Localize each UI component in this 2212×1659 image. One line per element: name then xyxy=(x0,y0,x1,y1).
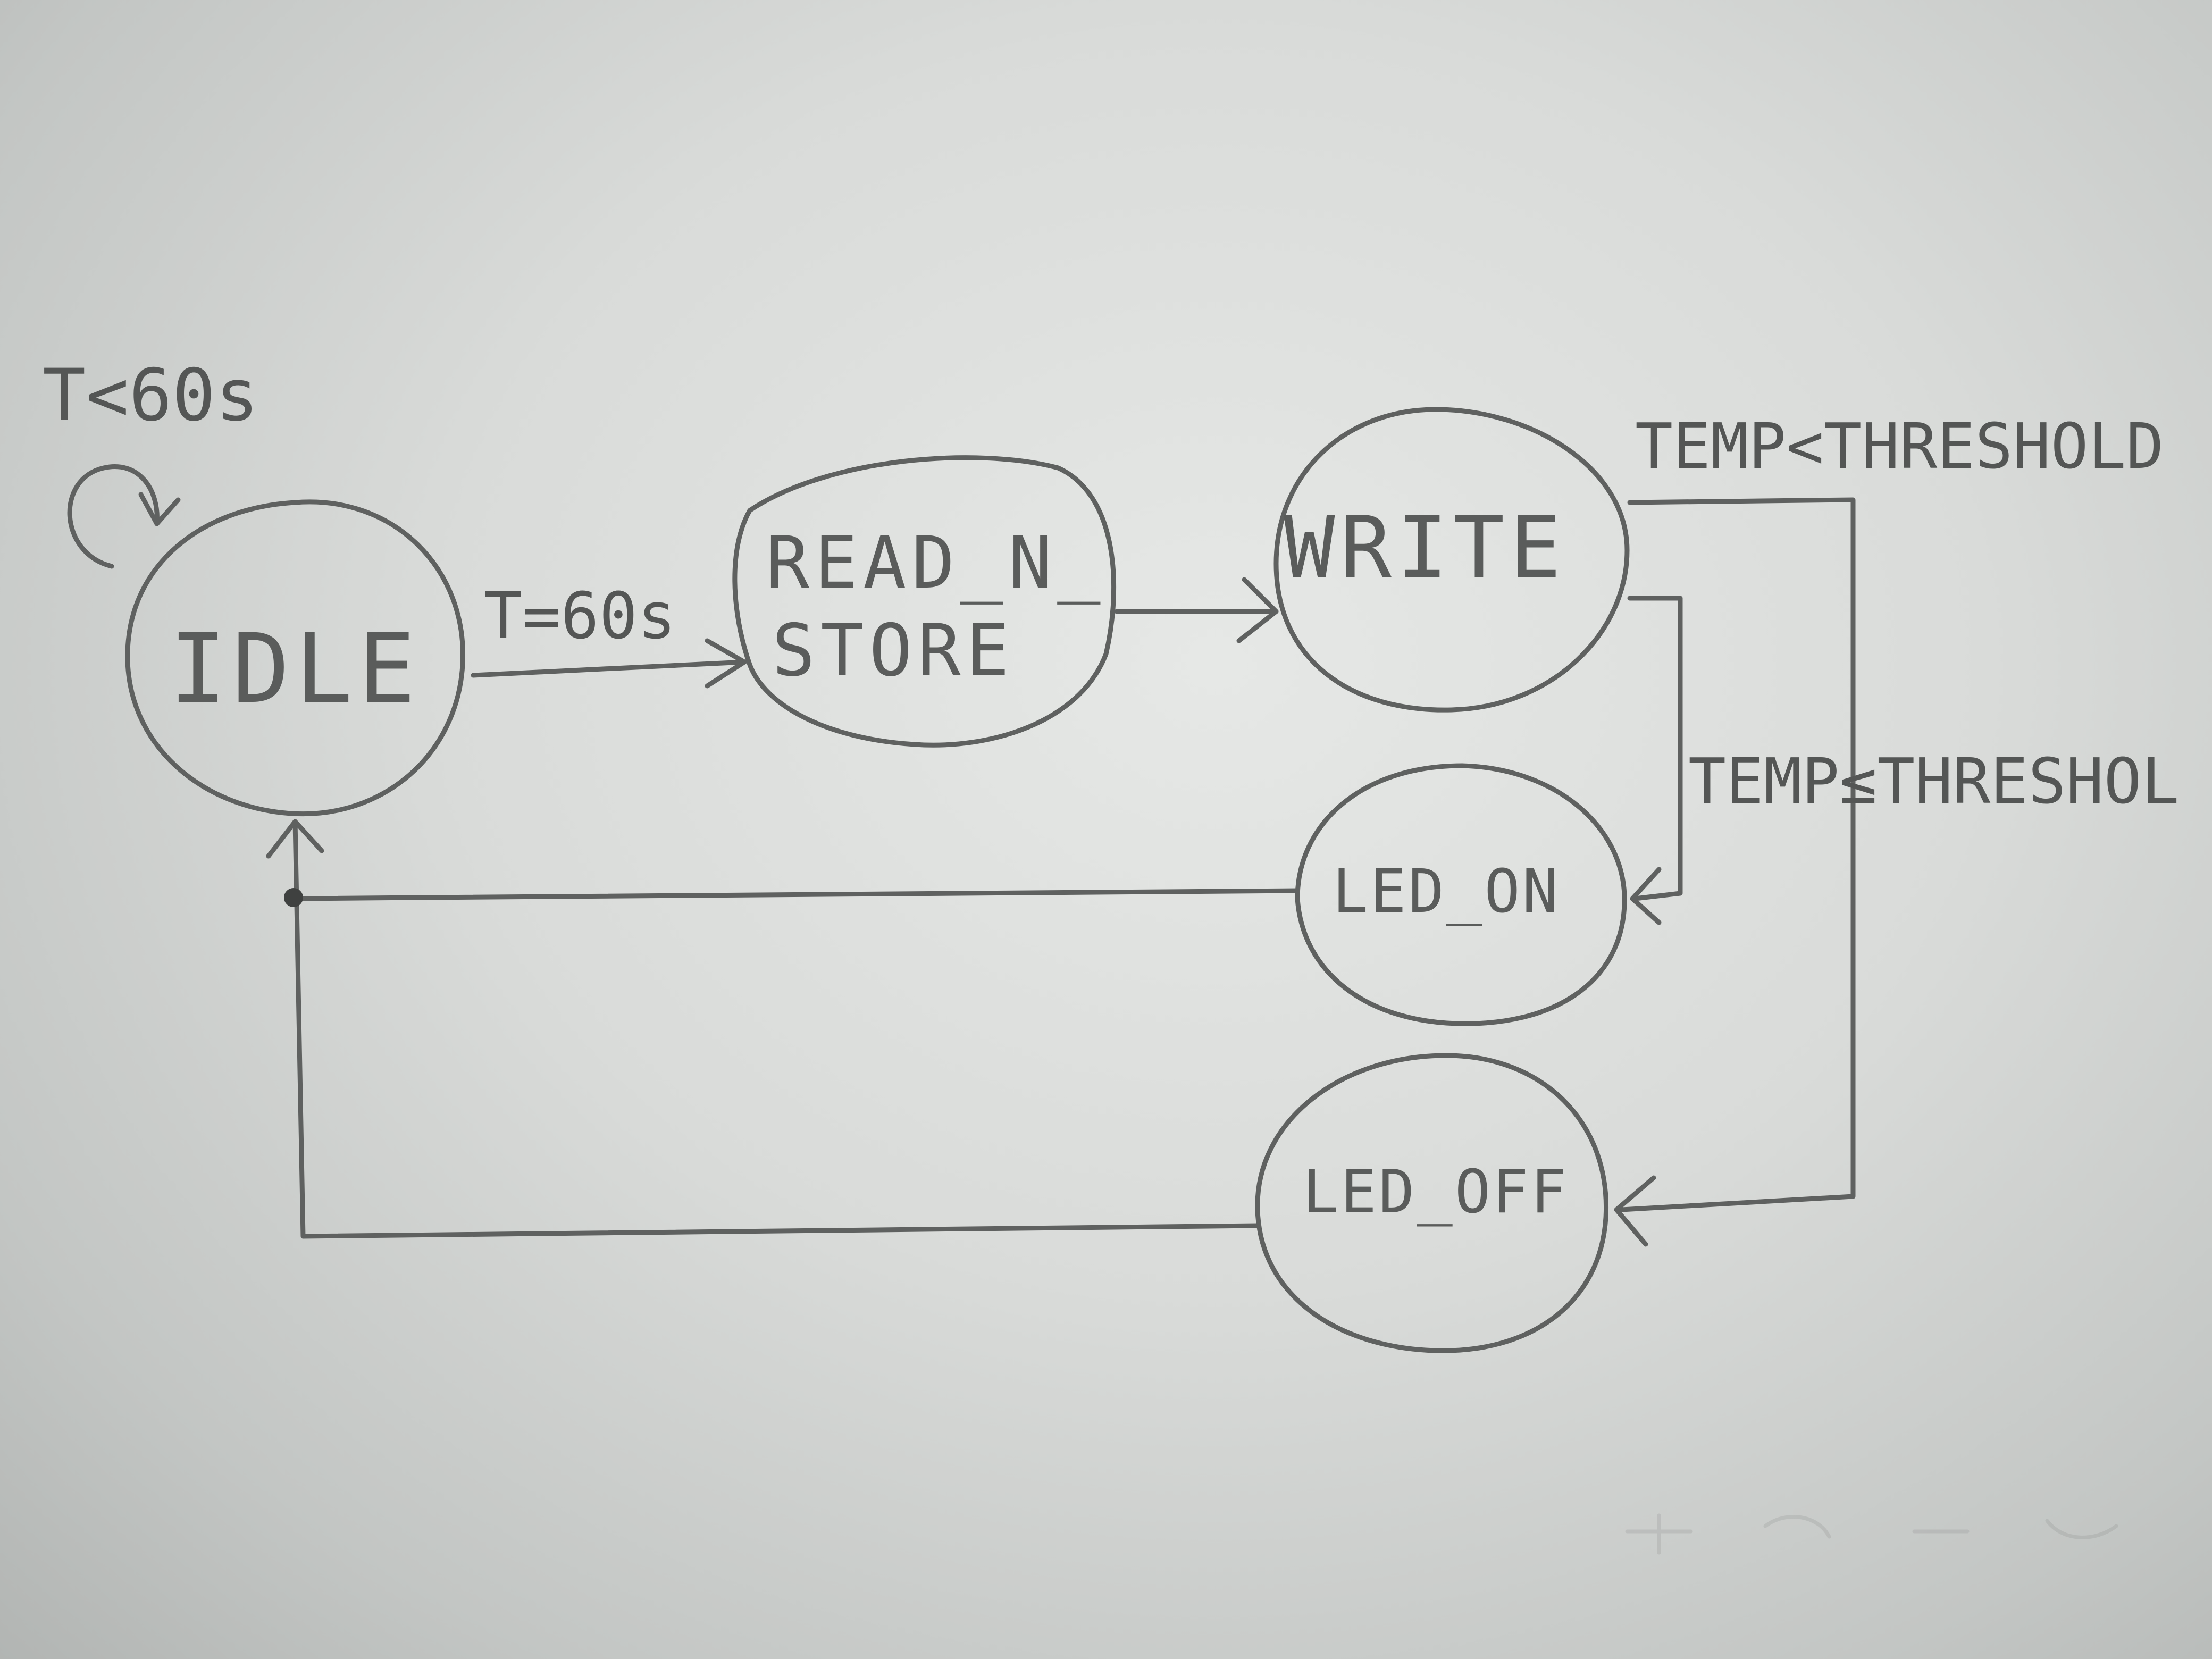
state-idle-circle xyxy=(125,499,465,817)
state-write-circle xyxy=(1273,407,1630,713)
state-read-n-store-label-line2: STORE xyxy=(772,609,1015,692)
faint-erased-marks xyxy=(1625,1513,2118,1555)
idle-to-read-arrowhead xyxy=(705,638,747,689)
write-to-led-off-label: TEMP<THRESHOLD xyxy=(1635,409,2164,483)
idle-to-read-arrow xyxy=(471,659,747,678)
state-led-off-circle xyxy=(1255,1053,1609,1353)
state-idle-label: IDLE xyxy=(169,614,421,725)
write-to-led-off-arrow xyxy=(1619,497,1856,1212)
write-to-led-on-arrowhead xyxy=(1630,867,1662,925)
junction-dot xyxy=(284,888,303,907)
state-write-label: WRITE xyxy=(1284,498,1566,597)
state-led-off-label: LED_OFF xyxy=(1303,1158,1569,1227)
state-read-n-store-circle xyxy=(732,455,1117,748)
led-off-to-idle-line xyxy=(292,819,1260,1239)
write-to-led-on-label: TEMP≤THRESHOL xyxy=(1688,744,2180,818)
write-to-led-on-arrow xyxy=(1627,596,1683,901)
state-read-n-store-label-line1: READ_N_ xyxy=(766,521,1106,605)
read-to-write-arrowhead xyxy=(1236,577,1279,643)
idle-self-loop-label: T<60s xyxy=(43,354,258,437)
write-to-led-off-arrowhead xyxy=(1614,1175,1656,1247)
led-off-to-idle-arrowhead xyxy=(266,819,324,859)
led-on-to-idle-line xyxy=(290,888,1300,901)
idle-self-loop-arrowhead xyxy=(138,492,181,526)
state-led-on-circle xyxy=(1295,763,1627,1026)
idle-self-loop-arrow xyxy=(67,464,160,569)
idle-to-read-label: T=60s xyxy=(484,580,676,653)
state-led-on-label: LED_ON xyxy=(1333,857,1561,926)
